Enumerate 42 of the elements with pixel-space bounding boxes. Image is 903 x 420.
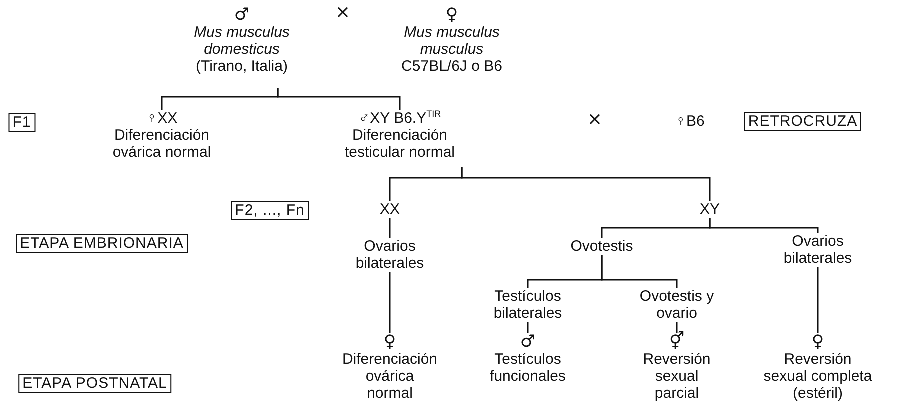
genotype-text: Diferenciación ovárica normal: [342, 351, 438, 402]
sex-symbol: ♀: [446, 6, 458, 24]
genotype-text: Reversión sexual completa (estéril): [762, 351, 874, 402]
genotype-text: Ovotestis y ovario: [638, 288, 716, 322]
generation-label: F1: [8, 113, 36, 132]
tree-line: [676, 322, 678, 333]
tree-line: [389, 272, 391, 333]
genotype-text: XY: [700, 201, 720, 218]
tree-line: [601, 255, 678, 288]
genotype-text: Reversión sexual parcial: [642, 351, 712, 402]
tree-line: [461, 167, 711, 201]
genotype-text: (Tirano, Italia): [196, 58, 288, 75]
genotype-text: C57BL/6J o B6: [402, 58, 502, 75]
genotype-text: ♂XY B6.Y$^{TIR}$: [358, 110, 442, 127]
species-name: Mus musculus musculus: [403, 24, 501, 58]
sex-symbol: ♂: [234, 6, 250, 24]
sex-symbol: ♂: [520, 333, 536, 351]
genotype-text: ♀B6: [675, 113, 705, 130]
cross-type-label: RETROCRUZA: [744, 112, 862, 131]
genotype-text: Ovotestis: [570, 238, 634, 255]
tree-line: [527, 322, 529, 333]
genotype-text: XX: [380, 201, 400, 218]
sex-symbol: ♀: [812, 333, 824, 351]
species-name: Mus musculus domesticus: [193, 24, 291, 58]
tree-line: [277, 88, 401, 110]
tree-line: [817, 267, 819, 333]
stage-label: ETAPA EMBRIONARIA: [16, 234, 188, 253]
genotype-text: Diferenciación testicular normal: [344, 127, 456, 161]
genotype-text: Testículos bilaterales: [492, 288, 564, 322]
tree-line: [709, 218, 819, 233]
sex-symbol: ♀: [384, 333, 396, 351]
stage-label: ETAPA POSTNATAL: [18, 374, 172, 393]
genotype-text: Testículos funcionales: [489, 351, 567, 385]
tree-line: [389, 218, 391, 238]
cross-symbol: ×: [587, 111, 603, 128]
genotype-text: Ovarios bilaterales: [782, 233, 854, 267]
generation-label: F2, ..., Fn: [231, 201, 309, 220]
genotype-text: ♀XX: [146, 110, 178, 127]
genotype-text: Ovarios bilaterales: [354, 238, 426, 272]
cross-symbol: ×: [335, 4, 351, 21]
sex-symbol: ⚥: [669, 333, 685, 351]
genotype-text: Diferenciación ovárica normal: [112, 127, 212, 161]
